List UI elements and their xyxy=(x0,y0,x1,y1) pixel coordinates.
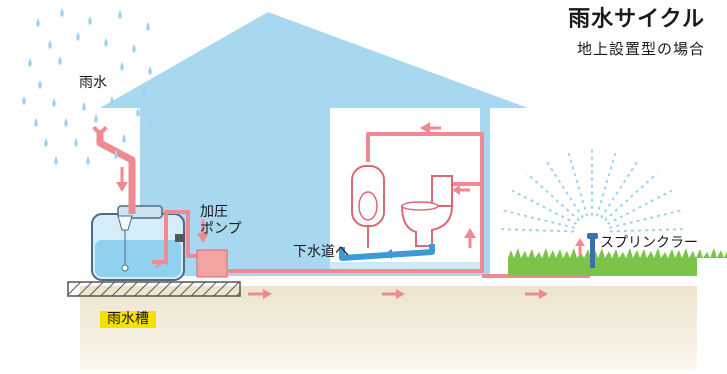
rain-label: 雨水 xyxy=(79,75,107,91)
rain-drop xyxy=(64,118,68,127)
rain-drop xyxy=(74,138,78,147)
rain-drop xyxy=(132,44,136,53)
rain-drop xyxy=(148,66,152,75)
spray-stream xyxy=(607,189,673,225)
rain-drop xyxy=(88,16,92,25)
sprinkler-label: スプリンクラー xyxy=(600,235,698,251)
spray-stream xyxy=(567,151,589,217)
rain-drop xyxy=(146,22,150,31)
rain-drop xyxy=(114,150,118,159)
pump-label-line2: ポンプ xyxy=(200,220,242,237)
spray-stream xyxy=(600,159,639,219)
sprinkler xyxy=(587,233,598,268)
diagram-title: 雨水サイクル xyxy=(568,7,705,32)
lawn xyxy=(508,248,727,276)
spray-stream xyxy=(502,209,575,229)
spray-stream xyxy=(609,228,684,233)
rain-drop xyxy=(54,156,58,165)
diagram-subtitle: 地上設置型の場合 xyxy=(576,40,705,58)
flow-arrows xyxy=(116,122,585,299)
rain-drop xyxy=(82,102,86,111)
spray-stream xyxy=(595,151,617,217)
rain-drop xyxy=(122,134,126,143)
ground xyxy=(80,286,697,370)
spray-stream xyxy=(526,172,580,222)
rain-drop xyxy=(44,138,48,147)
arrow-right-ground-3 xyxy=(525,289,548,299)
rain-drop xyxy=(60,8,64,17)
rain-drop xyxy=(48,40,52,49)
arrow-right-ground-1 xyxy=(248,289,272,299)
rain-drop xyxy=(142,86,146,95)
pump-label-line1: 加圧 xyxy=(200,204,228,220)
sprinkler-spray xyxy=(500,149,684,233)
arrow-up-supply xyxy=(464,228,476,248)
rain-drop xyxy=(22,96,26,105)
rain-drop xyxy=(94,114,98,123)
gutter-cup xyxy=(92,125,108,134)
urinal xyxy=(351,165,385,248)
arrow-down-downpipe xyxy=(116,167,128,192)
spray-stream xyxy=(609,209,682,229)
rain-drop xyxy=(148,120,152,129)
rain-drops xyxy=(22,8,152,165)
rain-drop xyxy=(36,18,40,27)
arrow-right-ground-2 xyxy=(382,289,405,299)
arrow-left-toilet xyxy=(452,185,470,195)
arrow-tank-inner xyxy=(155,261,169,269)
rain-drop xyxy=(136,108,140,117)
pressure-pump xyxy=(196,249,228,278)
sewer-label: 下水道へ xyxy=(293,244,349,260)
arrow-down-pump xyxy=(197,220,209,243)
pump-label: 加圧 ポンプ xyxy=(200,204,242,238)
arrow-left-top xyxy=(420,122,441,134)
rain-drop xyxy=(28,58,32,67)
rain-drop xyxy=(86,156,90,165)
spray-stream xyxy=(545,159,584,219)
rain-drop xyxy=(104,38,108,47)
rainwater-tank xyxy=(91,205,185,281)
tank-base xyxy=(67,281,241,297)
rain-drop xyxy=(34,118,38,127)
spray-stream xyxy=(511,189,577,225)
rainwater-tank-label: 雨水槽 xyxy=(100,311,156,329)
rain-drop xyxy=(76,32,80,41)
spray-stream xyxy=(500,228,575,233)
downpipe xyxy=(96,130,136,214)
arrow-up-sprinkler xyxy=(575,238,585,256)
rain-drop xyxy=(58,56,62,65)
supply-pipe xyxy=(227,132,484,273)
rain-drop xyxy=(118,10,122,19)
house-floor xyxy=(330,262,480,270)
rain-drop xyxy=(120,62,124,71)
rain-drop xyxy=(38,80,42,89)
rain-drop xyxy=(52,98,56,107)
spray-stream xyxy=(604,172,658,222)
rain-drop xyxy=(110,96,114,105)
